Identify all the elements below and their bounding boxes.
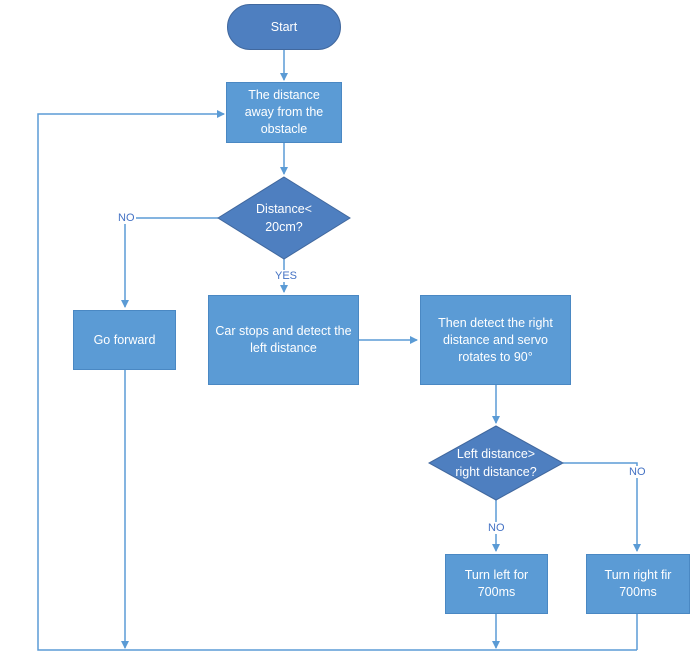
measure-distance-node: The distance away from the obstacle [226, 82, 342, 143]
decision1-shape [217, 176, 351, 260]
stop-detect-left-node: Car stops and detect the left distance [208, 295, 359, 385]
decision2-label: Left distance> right distance? [455, 447, 537, 479]
decision1-label: Distance< 20cm? [256, 202, 312, 234]
go-forward-node: Go forward [73, 310, 176, 370]
connector-decision2-to-turn-right [563, 462, 641, 552]
decision2-shape [427, 425, 565, 501]
edge-label-no-left: NO [117, 212, 136, 224]
edge-label-no-right: NO [628, 466, 647, 478]
turn-left-node: Turn left for 700ms [445, 554, 548, 614]
turn-right-node: Turn right fir 700ms [586, 554, 690, 614]
detect-right-node: Then detect the right distance and servo… [420, 295, 571, 385]
edge-label-yes: YES [274, 270, 299, 282]
connector-decision1-no-to-go-forward [121, 217, 218, 308]
start-node: Start [227, 4, 341, 50]
connector-loop-back [37, 110, 637, 651]
edge-label-no-down: NO [487, 522, 506, 534]
